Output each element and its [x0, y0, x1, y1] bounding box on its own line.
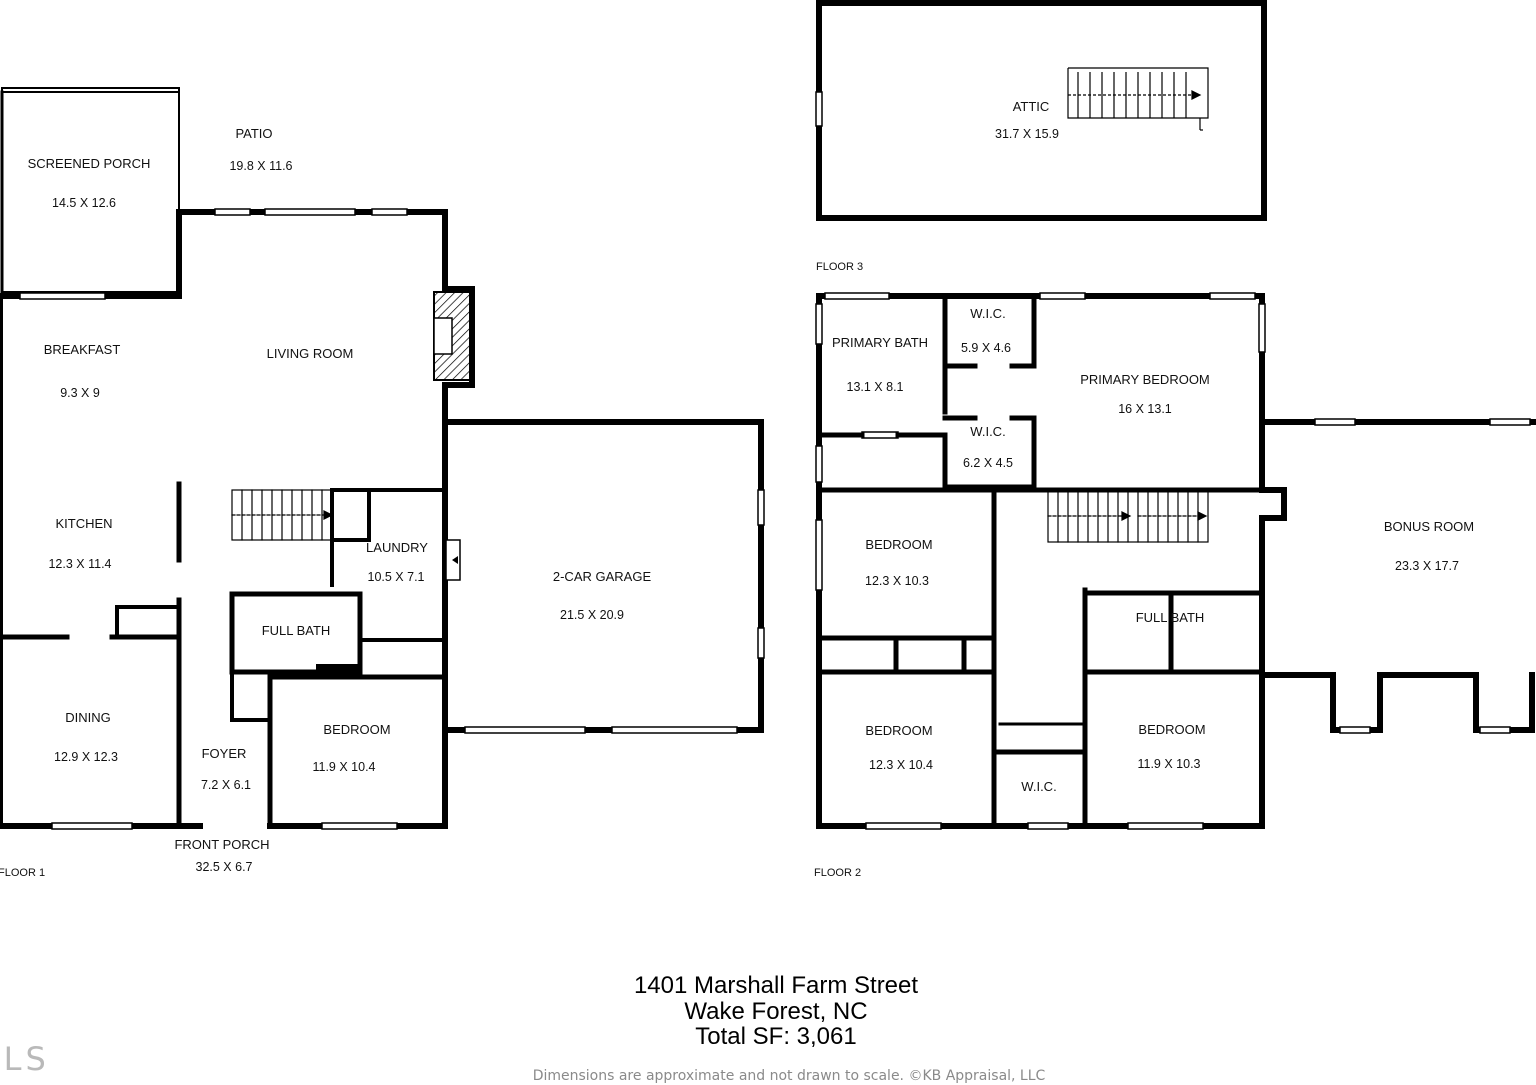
attic-label: ATTIC: [1013, 99, 1050, 114]
floor-2-label: FLOOR 2: [814, 867, 861, 879]
bedroom-4-dim: 11.9 X 10.3: [1137, 757, 1200, 771]
patio-label: PATIO: [235, 126, 272, 141]
wic-1-label: W.I.C.: [970, 306, 1005, 321]
wic-3-label: W.I.C.: [1021, 779, 1056, 794]
breakfast-dim: 9.3 X 9: [60, 386, 100, 400]
mls-logo-text: MLS: [0, 1040, 50, 1078]
floor-1-stairs: [231, 489, 334, 541]
room-labels: SCREENED PORCH 14.5 X 12.6 PATIO 19.8 X …: [0, 99, 1474, 879]
garage-dim: 21.5 X 20.9: [560, 608, 624, 622]
breakfast-label: BREAKFAST: [44, 342, 121, 357]
bedroom-1-label: BEDROOM: [323, 722, 390, 737]
dining-label: DINING: [65, 710, 111, 725]
bonus-room-label: BONUS ROOM: [1384, 519, 1474, 534]
attic-stairs: [1067, 67, 1209, 131]
patio-dim: 19.8 X 11.6: [229, 159, 292, 173]
primary-bedroom-label: PRIMARY BEDROOM: [1080, 372, 1210, 387]
kitchen-label: KITCHEN: [55, 516, 112, 531]
laundry-label: LAUNDRY: [366, 540, 428, 555]
floor-3-plan: [815, 0, 1267, 221]
screened-porch-frame: [0, 87, 180, 294]
bedroom-2-dim: 12.3 X 10.3: [865, 574, 929, 588]
full-bath-2-label: FULL BATH: [1136, 610, 1205, 625]
wic-2-label: W.I.C.: [970, 424, 1005, 439]
bedroom-1-dim: 11.9 X 10.4: [312, 760, 375, 774]
address-city: Wake Forest, NC: [684, 998, 868, 1025]
dining-dim: 12.9 X 12.3: [54, 750, 118, 764]
garage-label: 2-CAR GARAGE: [553, 569, 652, 584]
mls-logo: MLS: [0, 1040, 76, 1078]
screened-porch-dim: 14.5 X 12.6: [52, 196, 116, 210]
floor-2-plan: [815, 292, 1536, 830]
bedroom-4-label: BEDROOM: [1138, 722, 1205, 737]
laundry-dim: 10.5 X 7.1: [368, 570, 425, 584]
floor-3-label: FLOOR 3: [816, 261, 863, 273]
floor-1-windows: [19, 208, 765, 830]
bedroom-3-dim: 12.3 X 10.4: [869, 758, 933, 772]
full-bath-1-label: FULL BATH: [262, 623, 331, 638]
floor-2-stairs: [1047, 489, 1209, 543]
foyer-label: FOYER: [202, 746, 247, 761]
bedroom-3-label: BEDROOM: [865, 723, 932, 738]
total-square-feet: Total SF: 3,061: [695, 1023, 857, 1050]
wic-2-dim: 6.2 X 4.5: [963, 456, 1013, 470]
attic-dim: 31.7 X 15.9: [995, 127, 1059, 141]
front-porch-label: FRONT PORCH: [174, 837, 269, 852]
bedroom-2-label: BEDROOM: [865, 537, 932, 552]
wic-1-dim: 5.9 X 4.6: [961, 341, 1011, 355]
floor-1-label: FLOOR 1: [0, 867, 45, 879]
primary-bedroom-dim: 16 X 13.1: [1118, 402, 1172, 416]
disclaimer-footer: Dimensions are approximate and not drawn…: [532, 1068, 1046, 1084]
floor-1-plan: [0, 87, 765, 830]
living-room-label: LIVING ROOM: [267, 346, 354, 361]
address-street: 1401 Marshall Farm Street: [633, 972, 919, 999]
floor-2-windows: [815, 292, 1531, 830]
bonus-room-dim: 23.3 X 17.7: [1395, 559, 1459, 573]
kitchen-dim: 12.3 X 11.4: [48, 557, 111, 571]
primary-bath-dim: 13.1 X 8.1: [847, 380, 904, 394]
floor-1-interior-walls: [0, 481, 448, 829]
front-porch-dim: 32.5 X 6.7: [196, 860, 253, 874]
foyer-dim: 7.2 X 6.1: [201, 778, 251, 792]
screened-porch-label: SCREENED PORCH: [28, 156, 151, 171]
primary-bath-label: PRIMARY BATH: [832, 335, 928, 350]
